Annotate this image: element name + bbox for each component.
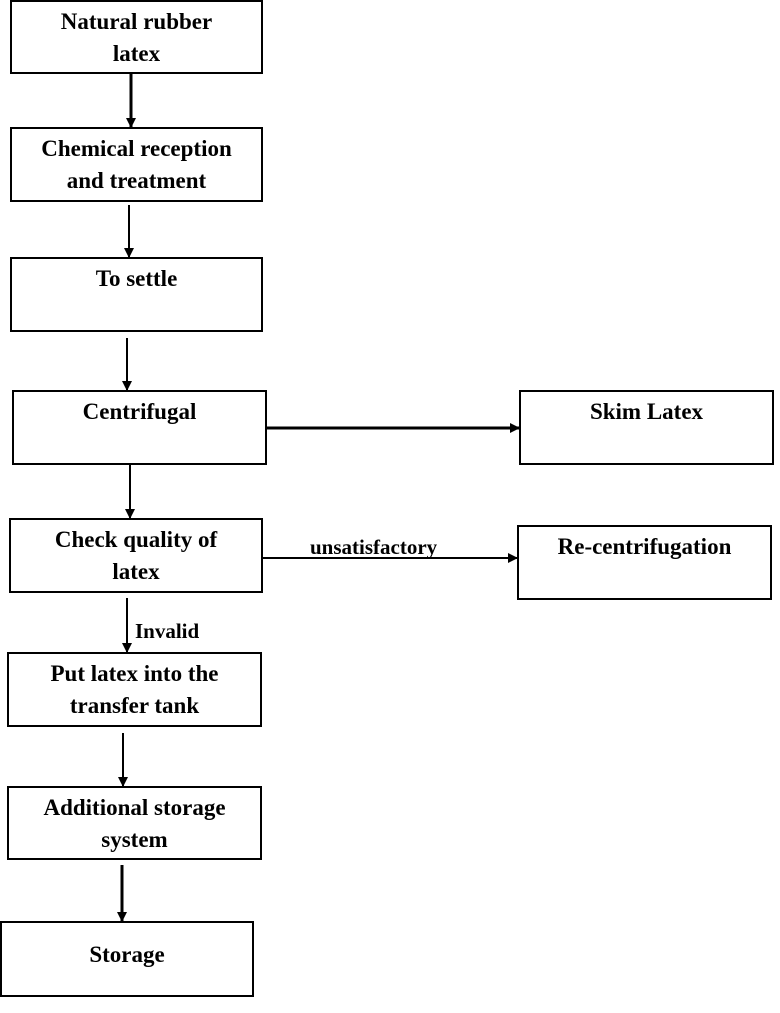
node-skim-latex: Skim Latex <box>519 390 774 465</box>
node-put-latex: Put latex into the transfer tank <box>7 652 262 727</box>
node-text-line: latex <box>112 41 161 66</box>
node-text-line: Additional storage <box>43 795 226 820</box>
node-text-line: and treatment <box>66 168 207 193</box>
node-check-quality: Check quality of latex <box>9 518 263 593</box>
edge-label-unsatisfactory: unsatisfactory <box>310 535 438 559</box>
node-text-line: Chemical reception <box>41 136 232 161</box>
node-text-line: Re-centrifugation <box>557 534 732 559</box>
node-text-line: transfer tank <box>69 693 200 718</box>
node-re-centrifugation: Re-centrifugation <box>517 525 772 600</box>
node-text-line: latex <box>112 559 160 584</box>
node-text-line: Put latex into the <box>50 661 219 686</box>
node-text-line: Check quality of <box>54 527 218 552</box>
edge-label-invalid: Invalid <box>135 619 200 643</box>
node-text-line: Centrifugal <box>82 399 197 424</box>
node-centrifugal: Centrifugal <box>12 390 267 465</box>
node-text-line: Natural rubber <box>60 9 213 34</box>
node-text-line: To settle <box>95 266 178 291</box>
node-to-settle: To settle <box>10 257 263 332</box>
node-text-line: Storage <box>89 942 165 967</box>
node-natural-rubber-latex: Natural rubber latex <box>10 0 263 74</box>
node-storage: Storage <box>0 921 254 997</box>
node-text-line: Skim Latex <box>589 399 704 424</box>
node-additional-storage: Additional storage system <box>7 786 262 860</box>
node-chemical-reception: Chemical reception and treatment <box>10 127 263 202</box>
node-text-line: system <box>101 827 168 852</box>
